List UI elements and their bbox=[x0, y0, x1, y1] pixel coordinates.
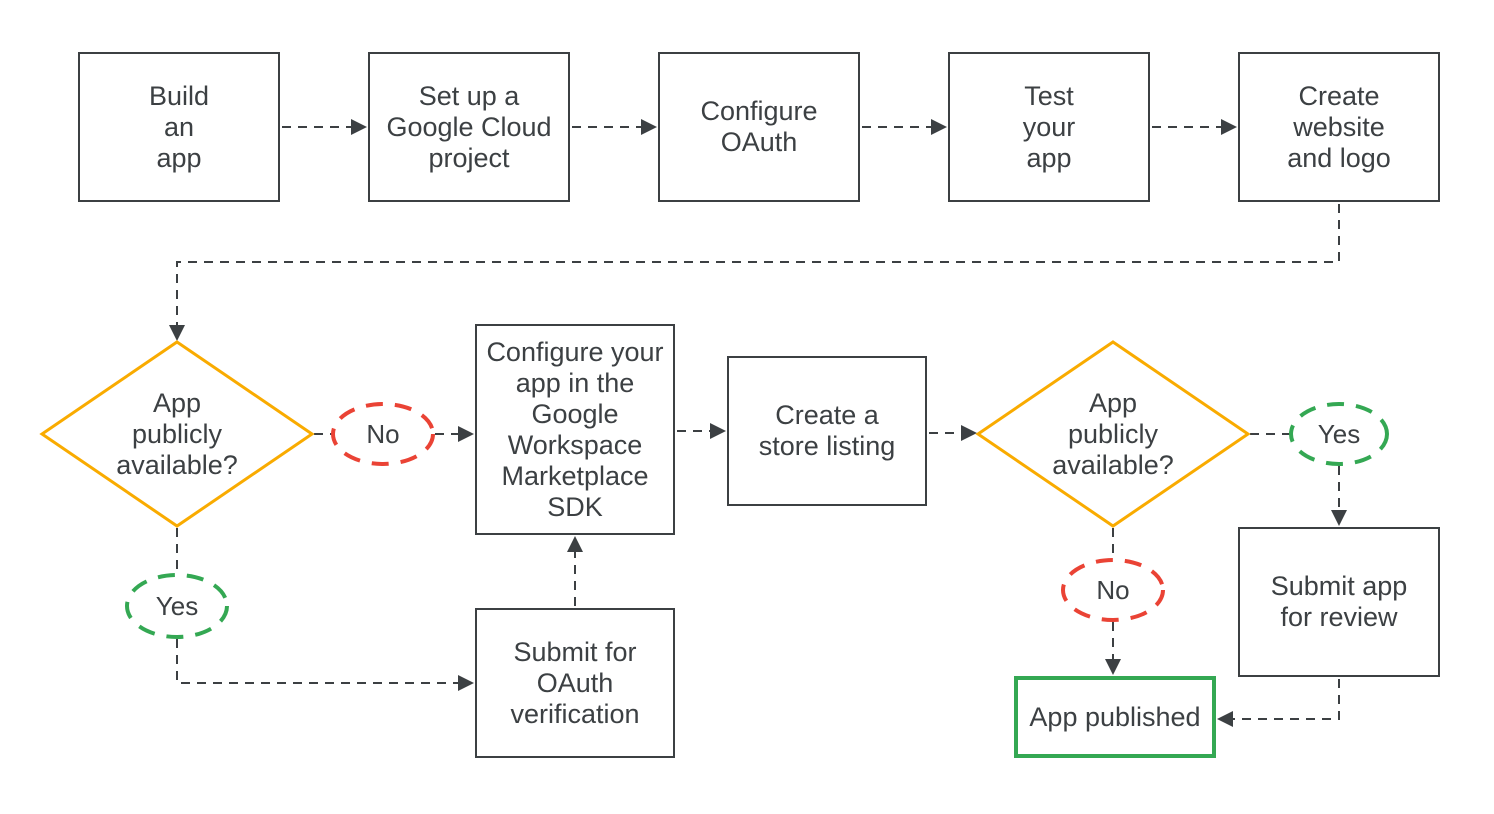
edge-review-to-published bbox=[1217, 679, 1340, 727]
step-create-store-listing: Create a store listing bbox=[727, 356, 927, 506]
step-setup-cloud-project: Set up a Google Cloud project bbox=[368, 52, 570, 202]
step-app-published: App published bbox=[1014, 676, 1216, 758]
edge-website-to-decision1 bbox=[169, 204, 1340, 341]
decision-diamond-2 bbox=[975, 340, 1251, 528]
step-submit-oauth-verification: Submit for OAuth verification bbox=[475, 608, 675, 758]
step-configure-oauth: Configure OAuth bbox=[658, 52, 860, 202]
yes-oval-1 bbox=[125, 573, 229, 639]
no-oval-2 bbox=[1061, 558, 1165, 622]
step-configure-marketplace-sdk: Configure your app in the Google Workspa… bbox=[475, 324, 675, 535]
yes-oval-2 bbox=[1289, 402, 1389, 466]
step-submit-app-review: Submit app for review bbox=[1238, 527, 1440, 677]
step-test-app: Test your app bbox=[948, 52, 1150, 202]
step-create-website-logo: Create website and logo bbox=[1238, 52, 1440, 202]
no-oval-1 bbox=[331, 402, 435, 466]
decision-diamond-1 bbox=[39, 340, 315, 528]
step-build-app: Build an app bbox=[78, 52, 280, 202]
edge-yes1-to-oauth-verification bbox=[176, 639, 474, 691]
